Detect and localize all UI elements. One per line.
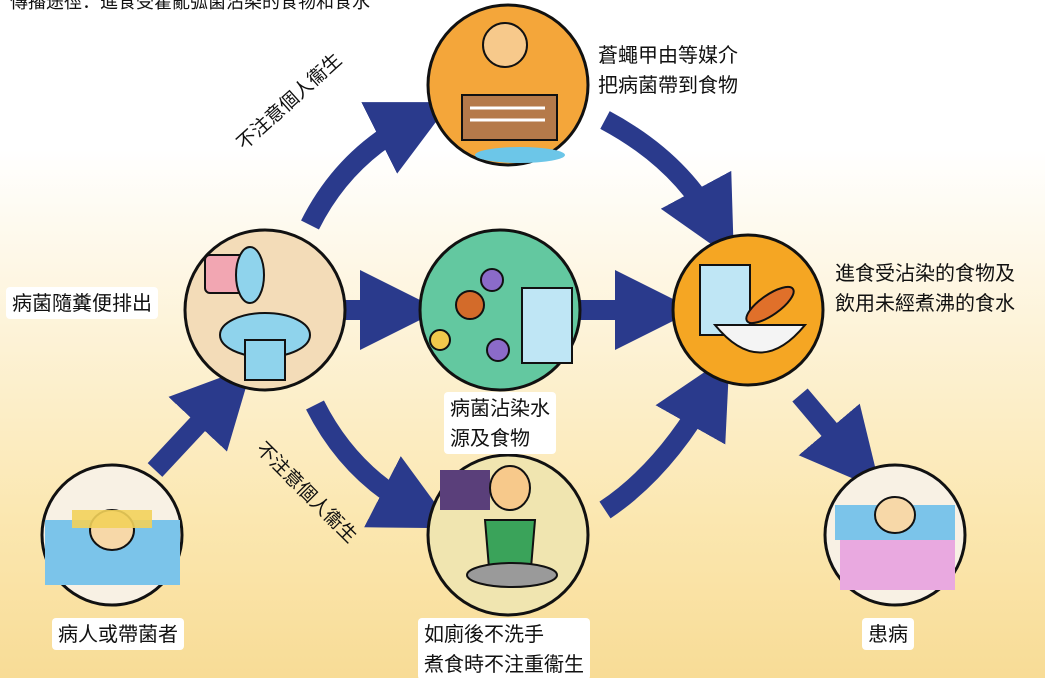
page-title: 傳播途徑：進食受霍亂弧菌沾染的食物和食水: [10, 0, 370, 13]
flies-circle: [426, 3, 590, 167]
arrow-flies-to-eat: [600, 111, 734, 261]
sick-circle: [823, 463, 967, 607]
contaminate-label: 病菌沾染水 源及食物: [444, 392, 556, 454]
sick-label: 患病: [862, 618, 914, 650]
eat-label: 進食受沾染的食物及 飲用未經煮沸的食水: [835, 261, 1015, 315]
arrow-toilet-to-cook: [306, 400, 454, 529]
arrow-toilet-to-flies: [301, 102, 451, 230]
eating-circle: [671, 233, 825, 387]
patient-label: 病人或帶菌者: [52, 618, 184, 650]
toilet-circle: [183, 228, 347, 392]
flies-label: 蒼蠅甲由等媒介 把病菌帶到食物: [598, 43, 738, 97]
excrete-label: 病菌隨糞便排出: [6, 287, 158, 319]
patient-circle: [40, 463, 184, 607]
toilet-habit-label: 如廁後不洗手 煮食時不注重衞生: [418, 618, 590, 680]
food-circle: [418, 228, 582, 392]
cook-circle: [426, 453, 590, 617]
arrow-cook-to-eat: [599, 355, 730, 519]
arrow-patient-to-toilet: [147, 365, 253, 477]
arrow-eat-to-sick: [792, 388, 881, 491]
